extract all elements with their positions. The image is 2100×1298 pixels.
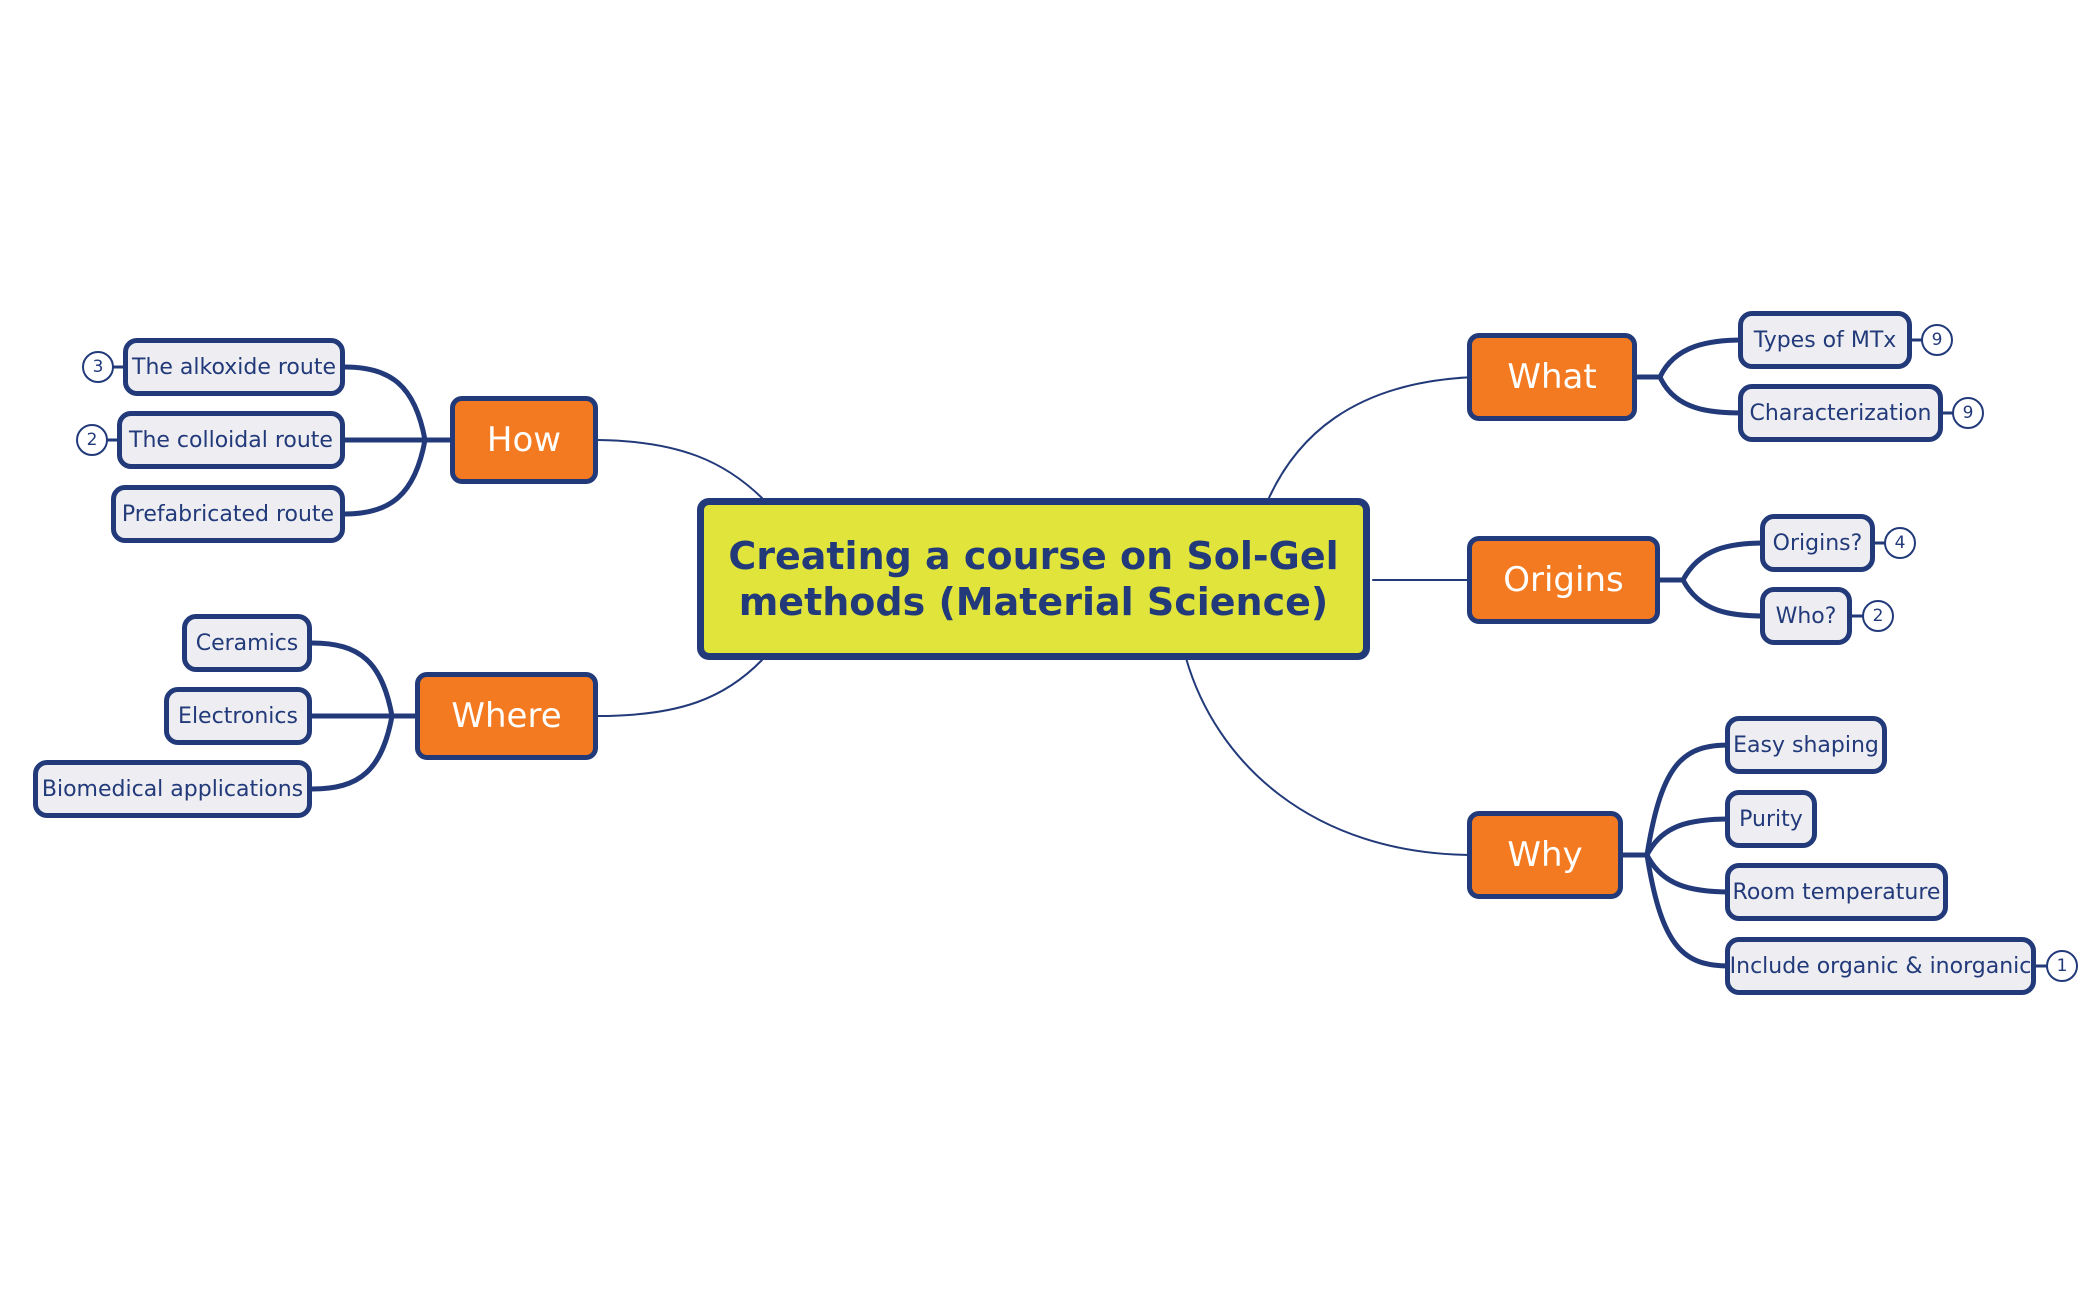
count-badge[interactable]: 3 [82, 351, 114, 383]
subtopic-origins-question[interactable]: Origins? [1760, 514, 1875, 572]
connector-why-sub [1644, 742, 1733, 858]
subtopic-ceramics[interactable]: Ceramics [182, 614, 312, 672]
topic-how[interactable]: How [450, 396, 598, 484]
subtopic-biomedical-applications[interactable]: Biomedical applications [33, 760, 312, 818]
subtopic-prefabricated-route[interactable]: Prefabricated route [111, 485, 345, 543]
connector-why-sub [1644, 852, 1733, 895]
subtopic-who[interactable]: Who? [1760, 587, 1852, 645]
subtopic-types-of-mtx[interactable]: Types of MTx [1738, 311, 1912, 369]
connector-why-sub [1644, 852, 1733, 969]
connector-central-what [1267, 376, 1476, 501]
topic-what[interactable]: What [1467, 333, 1637, 421]
subtopic-characterization[interactable]: Characterization [1738, 384, 1943, 442]
central-topic-line-1: Creating a course on Sol-Gel [728, 534, 1339, 578]
subtopic-room-temperature[interactable]: Room temperature [1725, 863, 1948, 921]
connector-what-sub [1657, 337, 1746, 380]
count-badge[interactable]: 9 [1952, 397, 1984, 429]
count-badge[interactable]: 2 [76, 424, 108, 456]
connector-central-how [597, 439, 763, 499]
subtopic-electronics[interactable]: Electronics [164, 687, 312, 745]
topic-where[interactable]: Where [415, 672, 598, 760]
central-topic[interactable]: Creating a course on Sol-Gel methods (Ma… [697, 498, 1370, 660]
connector-origins-sub [1680, 577, 1768, 619]
subtopic-include-organic-inorganic[interactable]: Include organic & inorganic [1725, 937, 2036, 995]
topic-origins[interactable]: Origins [1467, 536, 1660, 624]
connector-origins-sub [1680, 540, 1768, 583]
subtopic-easy-shaping[interactable]: Easy shaping [1725, 716, 1887, 774]
connector-where-sub [309, 713, 395, 792]
count-badge[interactable]: 2 [1862, 600, 1894, 632]
topic-why[interactable]: Why [1467, 811, 1623, 899]
connector-why-sub [1644, 816, 1733, 858]
subtopic-alkoxide-route[interactable]: The alkoxide route [123, 338, 345, 396]
connector-where-sub [309, 640, 395, 719]
central-topic-line-2: methods (Material Science) [738, 580, 1329, 624]
connector-central-why [1185, 657, 1476, 856]
connector-what-sub [1657, 374, 1746, 416]
subtopic-colloidal-route[interactable]: The colloidal route [117, 411, 345, 469]
connector-how-sub [342, 437, 428, 517]
connector-central-where [597, 659, 763, 717]
count-badge[interactable]: 1 [2046, 950, 2078, 982]
connector-how-sub [342, 364, 428, 443]
count-badge[interactable]: 4 [1884, 527, 1916, 559]
count-badge[interactable]: 9 [1921, 324, 1953, 356]
subtopic-purity[interactable]: Purity [1725, 790, 1817, 848]
